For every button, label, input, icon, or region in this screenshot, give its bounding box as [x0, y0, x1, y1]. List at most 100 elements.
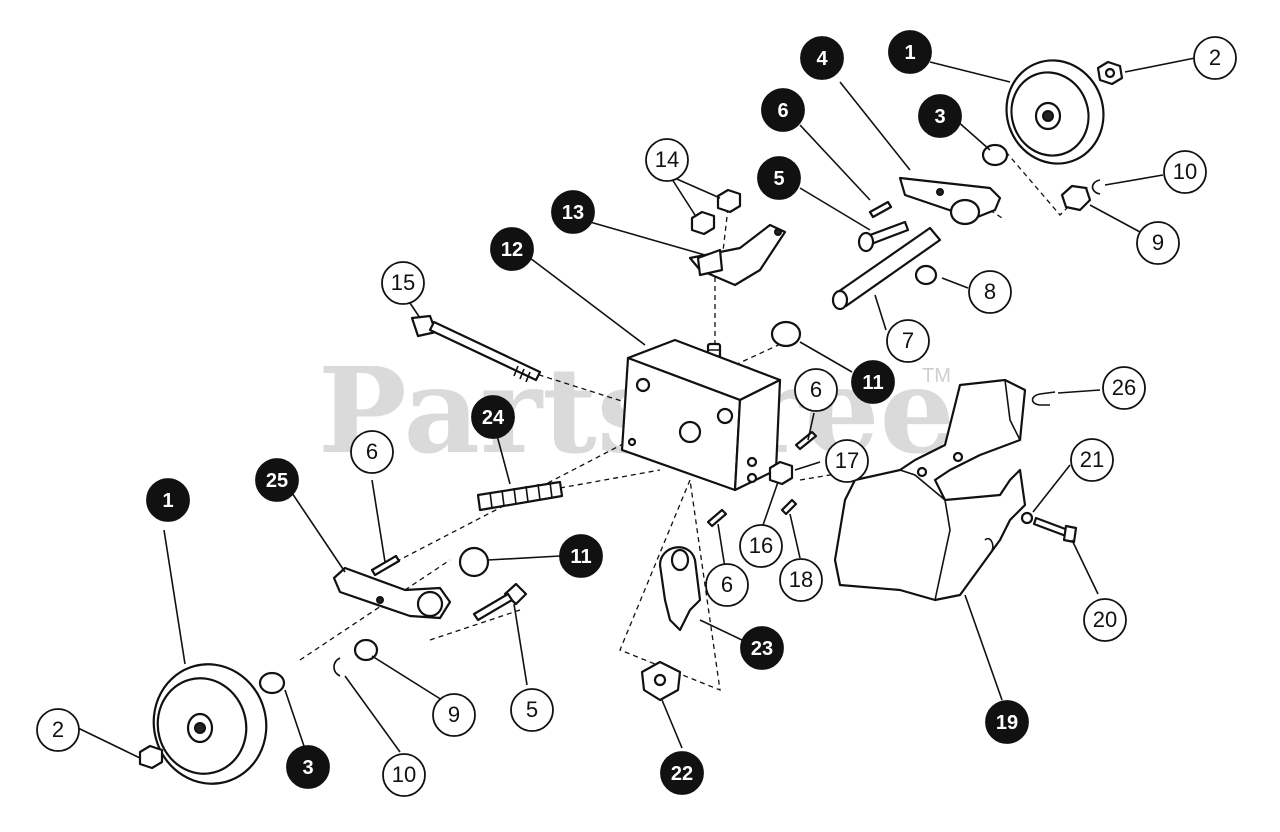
callout-label: 9: [1152, 230, 1164, 255]
callout-part-19: 19: [985, 700, 1029, 744]
bushing-upper: [770, 320, 802, 348]
swivel-fitting: [640, 660, 682, 702]
callout-label: 2: [52, 717, 64, 742]
callout-label: 19: [996, 712, 1018, 734]
hairpin-clip: [1031, 391, 1056, 406]
block-nut: [768, 460, 794, 486]
callout-label: 21: [1080, 447, 1104, 472]
callout-label: 10: [392, 762, 416, 787]
bushing-lower: [458, 546, 490, 578]
callout-part-1: 1: [888, 30, 932, 74]
callout-part-21: 21: [1070, 438, 1114, 482]
callout-part-6: 6: [705, 563, 749, 607]
callout-part-6: 6: [794, 368, 838, 412]
callout-label: 10: [1173, 159, 1197, 184]
lower-pulley: [152, 663, 268, 785]
callout-label: 3: [934, 106, 945, 128]
retaining-clip-lower: [333, 657, 341, 677]
callout-part-13: 13: [551, 190, 595, 234]
callout-label: 6: [366, 439, 378, 464]
callout-label: 5: [526, 697, 538, 722]
washer-lower: [353, 638, 379, 662]
clevis: [658, 546, 702, 632]
pin-arm: [370, 554, 401, 577]
hex-nut-right: [1060, 184, 1092, 212]
callout-label: 12: [501, 239, 523, 261]
callout-label: 20: [1093, 607, 1117, 632]
callout-part-9: 9: [432, 693, 476, 737]
callout-label: 6: [810, 377, 822, 402]
leader-lines: [77, 57, 1196, 759]
callout-label: 1: [904, 42, 915, 64]
callout-part-6: 6: [350, 430, 394, 474]
callout-part-1: 1: [146, 478, 190, 522]
retaining-clip-upper: [1091, 179, 1101, 195]
callout-part-10: 10: [1163, 150, 1207, 194]
callout-label: 6: [777, 100, 788, 122]
callout-label: 3: [302, 757, 313, 779]
callout-part-7: 7: [886, 319, 930, 363]
callout-label: 17: [835, 448, 859, 473]
lower-hex-nut: [138, 744, 164, 770]
callout-part-22: 22: [660, 751, 704, 795]
callout-label: 1: [162, 490, 173, 512]
callout-label: 4: [816, 48, 828, 70]
callout-label: 13: [562, 202, 584, 224]
upper-hex-nut-hole: [1104, 67, 1116, 79]
pin-lower-center: [706, 508, 728, 528]
callout-label: 8: [984, 279, 996, 304]
callout-part-2: 2: [36, 708, 80, 752]
callout-part-12: 12: [490, 227, 534, 271]
callout-part-11: 11: [559, 534, 603, 578]
callout-part-3: 3: [918, 94, 962, 138]
callout-label: 15: [391, 270, 415, 295]
watermark-trademark: TM: [922, 365, 951, 387]
lower-bushing: [258, 671, 286, 695]
callout-label: 11: [862, 372, 883, 394]
long-bolt: [410, 314, 542, 383]
callout-part-26: 26: [1102, 366, 1146, 410]
callout-label: 18: [789, 567, 813, 592]
mounting-bracket: [688, 223, 787, 287]
callout-part-20: 20: [1083, 598, 1127, 642]
callout-label: 14: [655, 147, 679, 172]
idler-arm-lower: [332, 566, 452, 620]
pin-block-right: [794, 430, 818, 451]
callout-part-18: 18: [779, 558, 823, 602]
callout-label: 24: [482, 407, 505, 429]
upper-pulley: [1005, 59, 1105, 165]
callout-part-15: 15: [381, 261, 425, 305]
callout-part-2: 2: [1193, 36, 1237, 80]
callout-label: 26: [1112, 375, 1136, 400]
callout-part-9: 9: [1136, 221, 1180, 265]
callout-part-25: 25: [255, 458, 299, 502]
callout-label: 11: [570, 546, 591, 568]
callout-label: 16: [749, 533, 773, 558]
guard-bolt: [1020, 511, 1078, 544]
callout-part-5: 5: [757, 156, 801, 200]
callout-part-6: 6: [761, 88, 805, 132]
callout-label: 6: [721, 572, 733, 597]
callout-part-14: 14: [645, 138, 689, 182]
callout-part-23: 23: [740, 626, 784, 670]
callout-part-24: 24: [471, 395, 515, 439]
callout-part-8: 8: [968, 270, 1012, 314]
callout-label: 25: [266, 470, 288, 492]
washer-upper: [914, 264, 938, 286]
callout-part-11: 11: [851, 360, 895, 404]
callout-label: 7: [902, 328, 914, 353]
callout-label: 2: [1209, 45, 1221, 70]
callout-part-17: 17: [825, 439, 869, 483]
callout-label: 22: [671, 763, 693, 785]
callout-part-10: 10: [382, 753, 426, 797]
callout-part-16: 16: [739, 524, 783, 568]
callout-label: 5: [773, 168, 784, 190]
callout-part-5: 5: [510, 688, 554, 732]
bracket-nut-b: [716, 188, 742, 214]
pin-18: [780, 498, 798, 516]
callout-label: 23: [751, 638, 773, 660]
bracket-nut-a: [690, 210, 716, 236]
callout-part-4: 4: [800, 36, 844, 80]
